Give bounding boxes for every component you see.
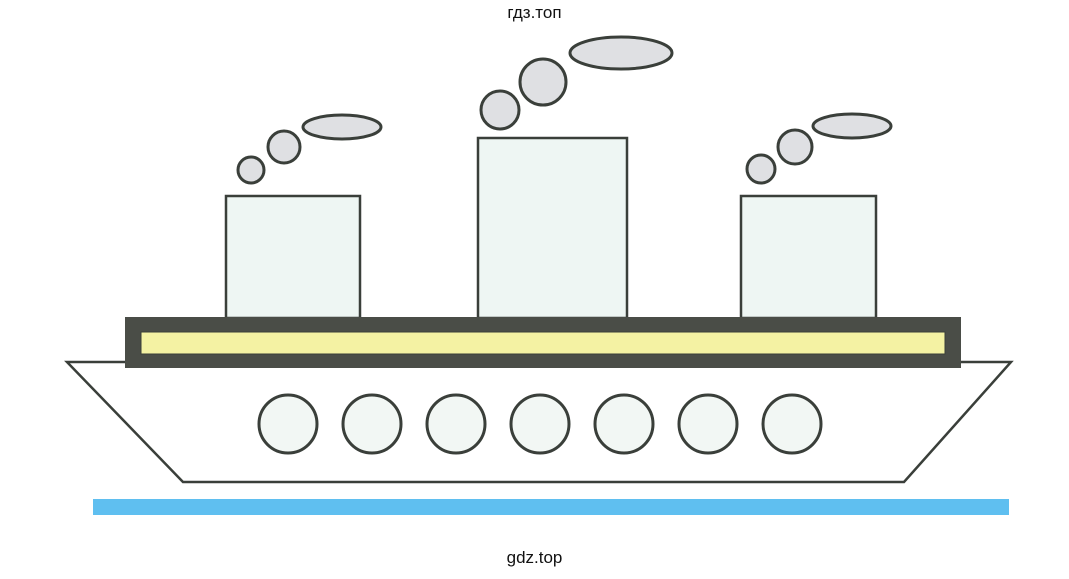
porthole bbox=[677, 393, 739, 455]
smoke-left bbox=[236, 113, 383, 185]
funnel-left bbox=[224, 194, 362, 320]
porthole bbox=[425, 393, 487, 455]
funnel-center bbox=[476, 136, 629, 320]
watermark-top: гдз.топ bbox=[507, 3, 562, 22]
porthole bbox=[593, 393, 655, 455]
smoke-center bbox=[479, 35, 674, 131]
funnel-right bbox=[739, 194, 878, 320]
watermark-bottom: gdz.top bbox=[506, 548, 563, 567]
water-line bbox=[93, 499, 1009, 515]
smoke-right bbox=[745, 112, 893, 185]
portholes bbox=[257, 393, 823, 455]
porthole bbox=[761, 393, 823, 455]
porthole bbox=[341, 393, 403, 455]
porthole bbox=[509, 393, 571, 455]
porthole bbox=[257, 393, 319, 455]
deck-stripe bbox=[140, 331, 946, 355]
